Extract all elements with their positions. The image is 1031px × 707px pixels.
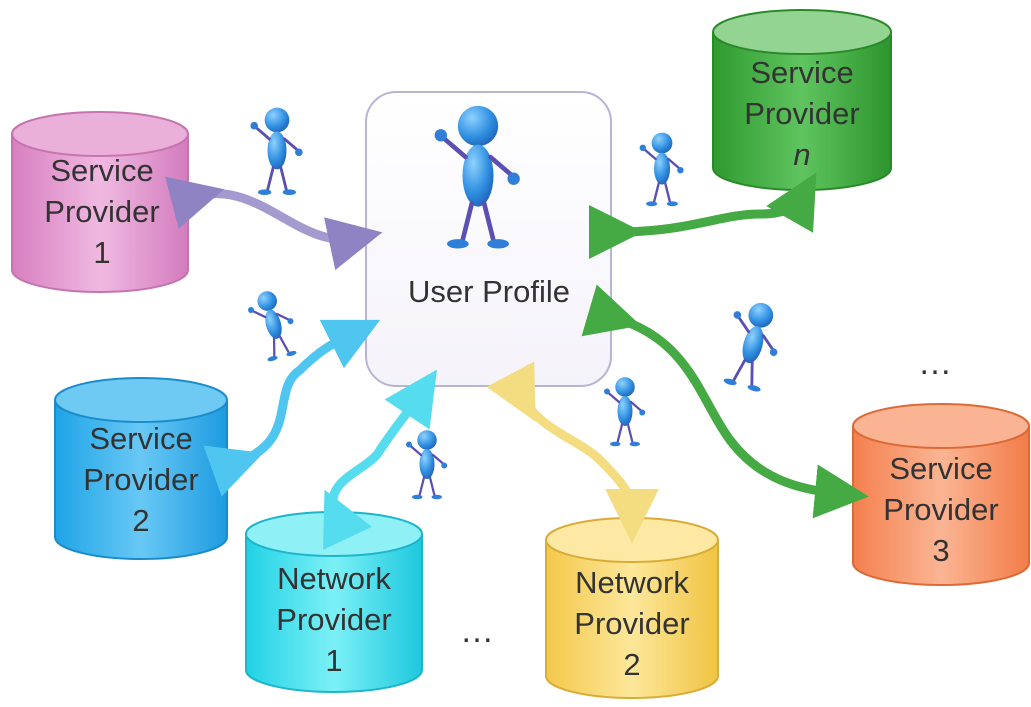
user-figure-icon	[714, 295, 791, 396]
node-label-line: Service	[889, 451, 993, 486]
node-label-line: Provider	[883, 492, 999, 527]
ellipsis-right: …	[918, 344, 955, 382]
cylinder-sp1[interactable]	[11, 111, 189, 293]
user-profile-label: User Profile	[408, 274, 570, 309]
node-label-line: Provider	[83, 462, 199, 497]
node-label-line: 1	[93, 235, 111, 270]
node-label-line: 2	[623, 647, 641, 682]
node-label-line: Provider	[276, 602, 392, 637]
arrow-np1	[323, 369, 437, 550]
node-label-line: Network	[575, 565, 689, 600]
node-label-line: 1	[325, 643, 343, 678]
node-label-line: Service	[750, 55, 854, 90]
arrow-np2	[486, 361, 659, 543]
user-figure-icon	[243, 285, 304, 365]
user-figure-icon	[248, 106, 305, 197]
arrow-sp1	[165, 176, 383, 271]
node-label-line: n	[793, 137, 811, 172]
node-label-sp2: Service Provider 2	[71, 418, 211, 541]
arrow-sp3	[581, 284, 869, 519]
arrow-spn	[588, 172, 817, 260]
node-label-sp1: Service Provider 1	[32, 150, 172, 273]
node-label-line: Network	[277, 561, 391, 596]
node-label-sp3: Service Provider 3	[871, 448, 1011, 571]
ellipsis-bottom: …	[460, 612, 497, 650]
cylinder-sp3[interactable]	[852, 403, 1030, 586]
node-label-line: Provider	[744, 96, 860, 131]
node-label-spn: Service Provider n	[732, 52, 872, 175]
cylinder-sp2[interactable]	[54, 377, 228, 560]
node-label-np1: Network Provider 1	[264, 558, 404, 681]
arrow-sp2	[203, 319, 381, 497]
node-label-line: Service	[50, 153, 154, 188]
node-label-np2: Network Provider 2	[562, 562, 702, 685]
node-label-line: 2	[132, 503, 150, 538]
user-figure-icon	[404, 429, 449, 501]
user-figure-icon	[602, 376, 647, 448]
node-label-line: Provider	[44, 194, 160, 229]
user-figure-icon	[638, 131, 685, 208]
node-label-line: 3	[932, 533, 950, 568]
node-label-line: Provider	[574, 606, 690, 641]
node-label-line: Service	[89, 421, 193, 456]
